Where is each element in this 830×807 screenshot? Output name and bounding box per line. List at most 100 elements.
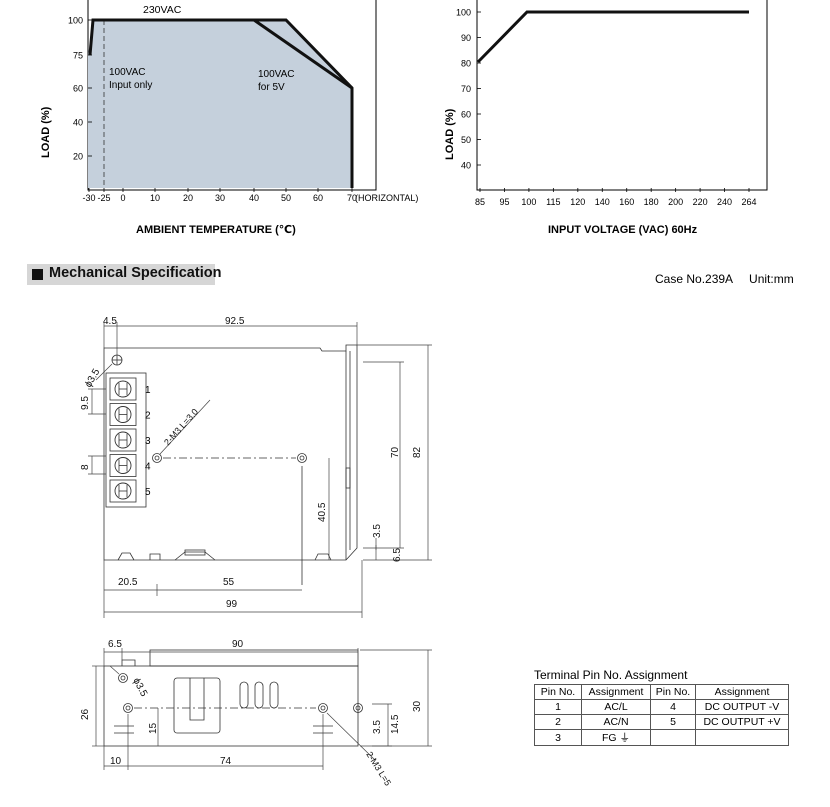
- dim-screw-spec: 2-M3 L=5: [364, 750, 393, 788]
- pin-table-title: Terminal Pin No. Assignment: [534, 668, 688, 682]
- annotation-input-only: Input only: [109, 80, 152, 91]
- dim-4-5: 4.5: [103, 316, 117, 327]
- x-tick-label: 264: [741, 197, 756, 207]
- dim-82: 82: [412, 446, 423, 458]
- y-axis-title: LOAD (%): [40, 106, 52, 158]
- dim-3-5: 3.5: [372, 720, 383, 734]
- y-tick-label: 40: [73, 118, 83, 128]
- x-tick-label: 140: [595, 197, 610, 207]
- dim-15: 15: [148, 722, 159, 734]
- x-tick-label: -25: [97, 193, 110, 203]
- x-tick-label: 40: [249, 193, 259, 203]
- x-tick-label: 160: [619, 197, 634, 207]
- table-row: 2 AC/N 5 DC OUTPUT +V: [534, 714, 789, 730]
- y-tick-labels: 20 40 60 75 100: [68, 16, 92, 162]
- pin-assignment-table: Pin No. Assignment Pin No. Assignment 1 …: [534, 684, 789, 746]
- x-axis-title: INPUT VOLTAGE (VAC) 60Hz: [548, 224, 698, 236]
- x-tick-label: 200: [668, 197, 683, 207]
- table-cell: FG ⏚: [581, 729, 651, 746]
- x-tick-label: 180: [644, 197, 659, 207]
- x-tick-label: 115: [546, 197, 560, 207]
- x-tick-label: 95: [499, 197, 509, 207]
- dim-20-5: 20.5: [118, 577, 138, 588]
- dim-92-5: 92.5: [225, 316, 245, 327]
- table-cell: DC OUTPUT +V: [695, 714, 789, 730]
- table-cell: AC/N: [581, 714, 651, 730]
- dim-30: 30: [412, 700, 423, 712]
- series-100vac-5v: [253, 18, 353, 90]
- x-tick-label: 100: [521, 197, 536, 207]
- annotation-100vac-a: 100VAC: [109, 67, 146, 78]
- x-tick-label: 120: [570, 197, 585, 207]
- table-cell: [695, 729, 789, 746]
- table-cell: AC/L: [581, 699, 651, 715]
- dim-70: 70: [390, 446, 401, 458]
- terminal-number: 3: [145, 436, 151, 447]
- x-tick-label: 240: [717, 197, 732, 207]
- mounting-holes: [111, 354, 307, 585]
- y-tick-label: 60: [461, 110, 471, 120]
- x-tick-label: 220: [693, 197, 708, 207]
- side-view-drawing: 6.5 90 ϕ3.5 26 15 3.5 14.5 30 10 74 2-M3…: [80, 639, 432, 788]
- dim-40-5: 40.5: [317, 502, 328, 522]
- x-tick-label: 60: [313, 193, 323, 203]
- chart-fill-area: [88, 20, 352, 188]
- terminal-number: 5: [145, 487, 151, 498]
- case-outline: [103, 344, 358, 561]
- y-tick-label: 40: [461, 161, 471, 171]
- dim-8: 8: [80, 464, 91, 470]
- series-230vac: [88, 18, 354, 188]
- table-cell: 1: [534, 699, 582, 715]
- annotation-100vac-b: 100VAC: [258, 69, 295, 80]
- y-tick-label: 100: [456, 8, 471, 18]
- dim-3-5: 3.5: [372, 524, 383, 538]
- dim-6-5: 6.5: [392, 548, 403, 562]
- header-cell: Pin No.: [650, 684, 696, 700]
- x-tick-label: 85: [475, 197, 485, 207]
- section-header: Mechanical Specification: [27, 264, 221, 285]
- header-cell: Assignment: [581, 684, 651, 700]
- bullet-square-icon: [32, 269, 43, 280]
- table-cell: 2: [534, 714, 582, 730]
- x-tick-label: 30: [215, 193, 225, 203]
- table-cell: 3: [534, 729, 582, 746]
- table-cell: [650, 729, 696, 746]
- table-row: 1 AC/L 4 DC OUTPUT -V: [534, 699, 789, 715]
- dim-14-5: 14.5: [390, 714, 401, 734]
- x-axis-title: AMBIENT TEMPERATURE (℃): [136, 224, 296, 236]
- y-tick-label: 60: [73, 84, 83, 94]
- x-tick-label: 10: [150, 193, 160, 203]
- y-tick-label: 70: [461, 84, 471, 94]
- dim-99: 99: [226, 599, 238, 610]
- dim-26: 26: [80, 708, 91, 720]
- annotation-for-5v: for 5V: [258, 82, 285, 93]
- y-axis-title: LOAD (%): [444, 108, 456, 160]
- table-cell: DC OUTPUT -V: [695, 699, 789, 715]
- dimension-lines: [92, 648, 432, 770]
- y-tick-label: 20: [73, 152, 83, 162]
- table-header-row: Pin No. Assignment Pin No. Assignment: [534, 684, 789, 700]
- x-tick-label: 70: [347, 193, 357, 203]
- section-title: Mechanical Specification: [49, 265, 222, 281]
- dim-screw-spec: 2-M3 L=3.0: [162, 407, 200, 448]
- terminal-number: 1: [145, 385, 151, 396]
- annotation-230vac: 230VAC: [143, 4, 182, 16]
- y-tick-label: 75: [73, 51, 83, 61]
- dim-6-5: 6.5: [108, 639, 122, 650]
- series-input-load: [476, 10, 749, 64]
- dim-9-5: 9.5: [80, 396, 91, 410]
- terminal-number: 4: [145, 462, 151, 473]
- y-tick-label: 80: [461, 59, 471, 69]
- dim-55: 55: [223, 577, 235, 588]
- table-cell: 4: [650, 699, 696, 715]
- dim-90: 90: [232, 639, 244, 650]
- y-tick-label: 100: [68, 16, 83, 26]
- dim-10: 10: [110, 756, 122, 767]
